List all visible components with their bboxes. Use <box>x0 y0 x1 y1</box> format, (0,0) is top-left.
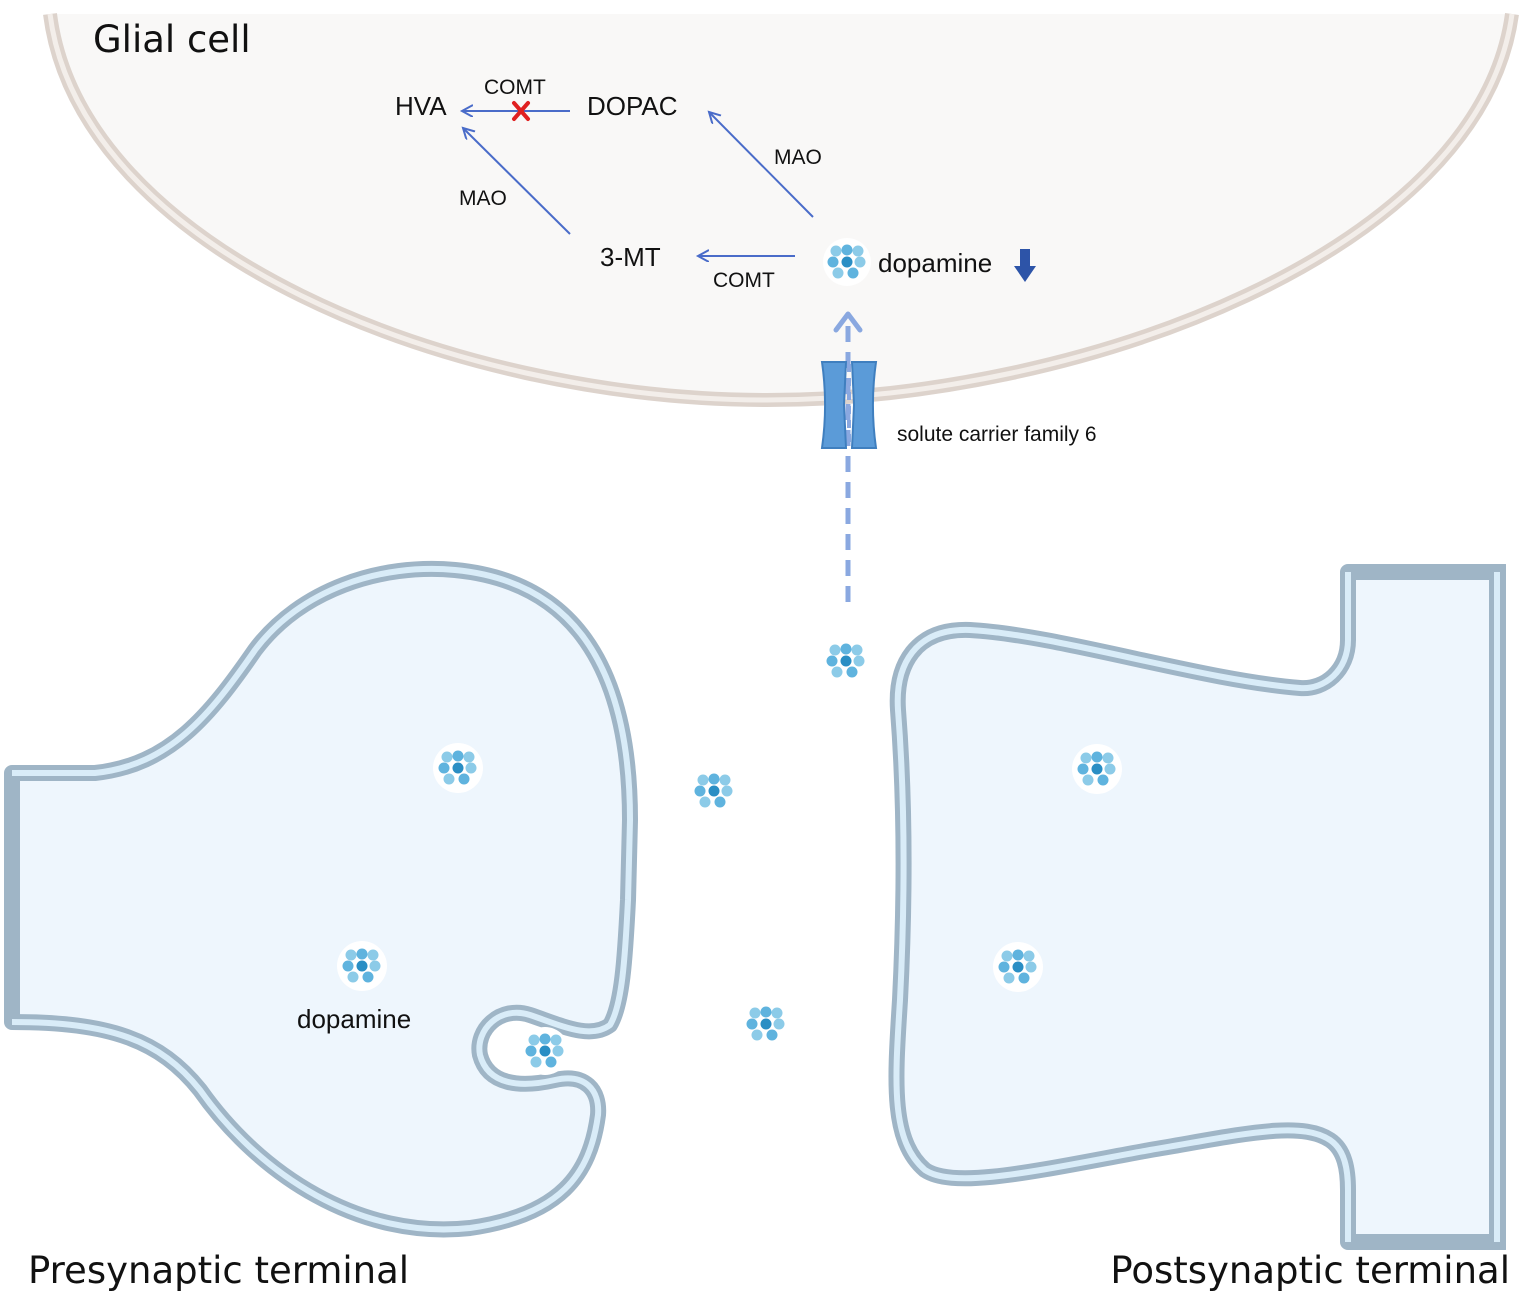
arrow-3mt-to-hva <box>463 128 571 235</box>
molecule-cluster-icon <box>337 941 387 991</box>
molecule-cluster-icon <box>521 1027 569 1075</box>
presynaptic-membrane <box>4 560 638 1238</box>
mao-right-label: MAO <box>774 146 822 169</box>
3mt-label: 3-MT <box>600 242 661 272</box>
comt-bottom-label: COMT <box>713 269 775 292</box>
pathway-arrows <box>462 111 814 256</box>
dopamine-clusters <box>337 238 1122 1075</box>
transporter-icon <box>820 361 878 449</box>
molecule-cluster-icon <box>822 637 870 685</box>
postsynaptic-label: Postsynaptic terminal <box>1110 1249 1510 1292</box>
dopamine-presynaptic-label: dopamine <box>297 1004 411 1034</box>
dopac-label: DOPAC <box>587 91 678 121</box>
molecule-cluster-icon <box>690 767 738 815</box>
hva-label: HVA <box>395 91 447 121</box>
molecule-cluster-icon <box>1072 744 1122 794</box>
dopamine-glial-label: dopamine <box>878 248 992 278</box>
postsynaptic-terminal <box>888 560 1535 1260</box>
molecule-cluster-icon <box>823 238 871 286</box>
comt-top-label: COMT <box>484 76 546 99</box>
arrow-dopamine-to-dopac <box>709 112 814 218</box>
red-x-icon <box>512 101 530 121</box>
presynaptic-terminal <box>4 560 638 1238</box>
molecule-cluster-icon <box>742 1000 790 1048</box>
glial-cell <box>43 13 1519 408</box>
glial-cell-label: Glial cell <box>93 18 251 61</box>
mao-left-label: MAO <box>459 187 507 210</box>
molecule-cluster-icon <box>993 942 1043 992</box>
down-arrow-icon <box>1014 249 1036 282</box>
glial-membrane <box>43 13 1519 408</box>
presynaptic-label: Presynaptic terminal <box>28 1249 409 1292</box>
transporter-label: solute carrier family 6 <box>897 423 1097 446</box>
molecule-cluster-icon <box>433 743 483 793</box>
